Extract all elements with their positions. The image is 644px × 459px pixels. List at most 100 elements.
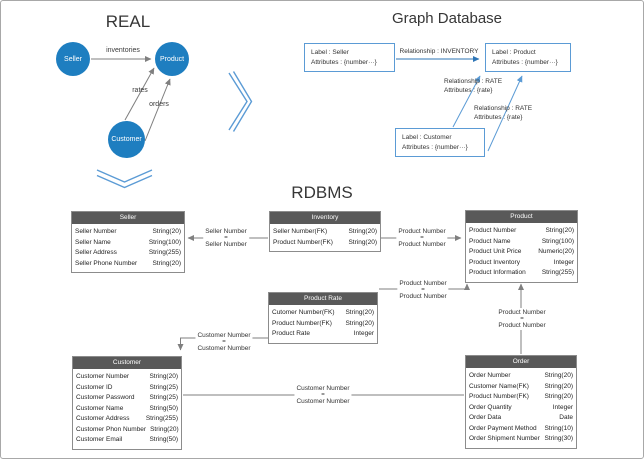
column-type: String(100) — [148, 238, 181, 246]
graph-edge-attributes: Attributes : {rate} — [474, 113, 523, 121]
table-row: Product Inventory Integer — [469, 258, 574, 269]
table-row: Order Shipment Number String(30) — [469, 434, 573, 445]
real-edge-orders — [144, 78, 171, 142]
column-type: String(255) — [541, 269, 574, 276]
column-name: Customer Phon Number — [76, 425, 147, 433]
relation-top: Product Number — [399, 280, 447, 287]
table-row: Seller Number(FK)String(20) — [273, 227, 377, 238]
column-type: String(20) — [345, 319, 374, 327]
graph-node-attributes: Attributes : {number···} — [492, 58, 558, 66]
column-name: Order Number — [469, 372, 511, 379]
column-name: Customer Number — [76, 373, 130, 380]
column-type: Integer — [552, 403, 573, 411]
relation-label-product-number-order: Product Number = Product Number — [496, 308, 548, 330]
column-name: Customer ID — [76, 383, 113, 391]
column-name: Order Payment Method — [469, 424, 537, 432]
column-type: String(30) — [544, 435, 573, 442]
column-type: String(10) — [544, 424, 573, 432]
column-type: String(25) — [149, 394, 178, 401]
table-row: Customer Name(FK) String(20) — [469, 382, 573, 393]
column-name: Order Shipment Number — [469, 435, 540, 442]
column-name: Product Name — [469, 237, 511, 245]
table-row: Product Number(FK) String(20) — [273, 238, 377, 249]
section-title-rdbms: RDBMS — [291, 183, 353, 202]
relation-equals: = — [321, 392, 325, 398]
table-row: Product Number(FK)String(20) — [469, 392, 573, 403]
real-node-label: Seller — [64, 55, 82, 63]
column-name: Seller Phone Number — [75, 259, 138, 267]
table-body: Cutomer Number(FK)String(20) Product Num… — [269, 305, 377, 343]
column-name: Product Rate — [272, 330, 310, 337]
graph-node-customer: Label : Customer Attributes : {number···… — [395, 128, 485, 157]
graph-node-seller: Label : Seller Attributes : {number···} — [304, 43, 395, 72]
column-type: String(20) — [544, 372, 573, 379]
column-type: String(20) — [544, 382, 573, 390]
graph-node-label: Label : Customer — [402, 134, 452, 141]
section-title-real: REAL — [105, 12, 151, 31]
table-header: Customer — [73, 357, 181, 369]
column-type: String(20) — [348, 238, 377, 246]
relation-bottom: Customer Number — [197, 345, 251, 352]
column-name: Customer Name(FK) — [469, 382, 529, 390]
real-edge-label-inventories: inventories — [106, 47, 140, 54]
real-node-label: Customer — [111, 136, 142, 143]
column-type: Integer — [353, 330, 374, 337]
relation-top: Customer Number — [296, 385, 350, 392]
relation-equals: = — [224, 235, 228, 241]
column-name: Product Number(FK) — [273, 238, 333, 246]
section-title-graph-database: Graph Database — [391, 10, 503, 27]
graph-node-product: Label : Product Attributes : {number···} — [485, 43, 571, 72]
column-type: Integer — [553, 258, 574, 266]
graph-edge-rate-2 — [487, 75, 523, 152]
graph-edge-rate-1 — [452, 75, 481, 128]
column-type: String(255) — [145, 415, 178, 422]
column-type: String(50) — [149, 436, 178, 443]
column-name: Product Information — [469, 269, 526, 276]
relation-bottom: Product Number — [399, 293, 447, 300]
real-node-label: Product — [159, 55, 185, 63]
column-name: Customer Email — [76, 436, 123, 443]
graph-node-label: Label : Seller — [311, 49, 349, 56]
graph-edge-relationship: Relationship : RATE — [444, 78, 503, 85]
relation-top: Customer Number — [197, 332, 251, 339]
real-node-customer: Customer — [108, 121, 145, 158]
graph-node-label: Label : Product — [492, 49, 536, 56]
relation-label-product-number-inventory: Product Number = Product Number — [396, 227, 448, 249]
column-type: String(100) — [541, 237, 574, 245]
graph-edge-attributes: Attributes : {rate} — [444, 86, 493, 94]
column-name: Seller Address — [75, 249, 117, 256]
real-edge-label-orders: orders — [149, 101, 169, 108]
relation-bottom: Customer Number — [296, 398, 350, 405]
relation-top: Product Number — [398, 228, 446, 235]
column-name: Seller Name — [75, 238, 111, 246]
column-type: String(255) — [148, 249, 181, 256]
relation-equals: = — [421, 287, 425, 293]
chevron-down-icon — [96, 174, 153, 189]
relation-label-seller-number: Seller Number = Seller Number — [203, 227, 249, 249]
table-inventory: Inventory Seller Number(FK)String(20) Pr… — [269, 211, 381, 252]
column-type: String(20) — [150, 425, 179, 433]
column-name: Product Number(FK) — [272, 319, 332, 327]
table-row: Order Payment Method String(10) — [469, 424, 573, 435]
real-node-product: Product — [155, 42, 189, 76]
real-node-seller: Seller — [56, 42, 90, 76]
chevron-right-icon — [232, 71, 253, 132]
column-name: Product Inventory — [469, 258, 520, 266]
relation-equals: = — [420, 235, 424, 241]
table-row: Product Information String(255) — [469, 268, 574, 279]
